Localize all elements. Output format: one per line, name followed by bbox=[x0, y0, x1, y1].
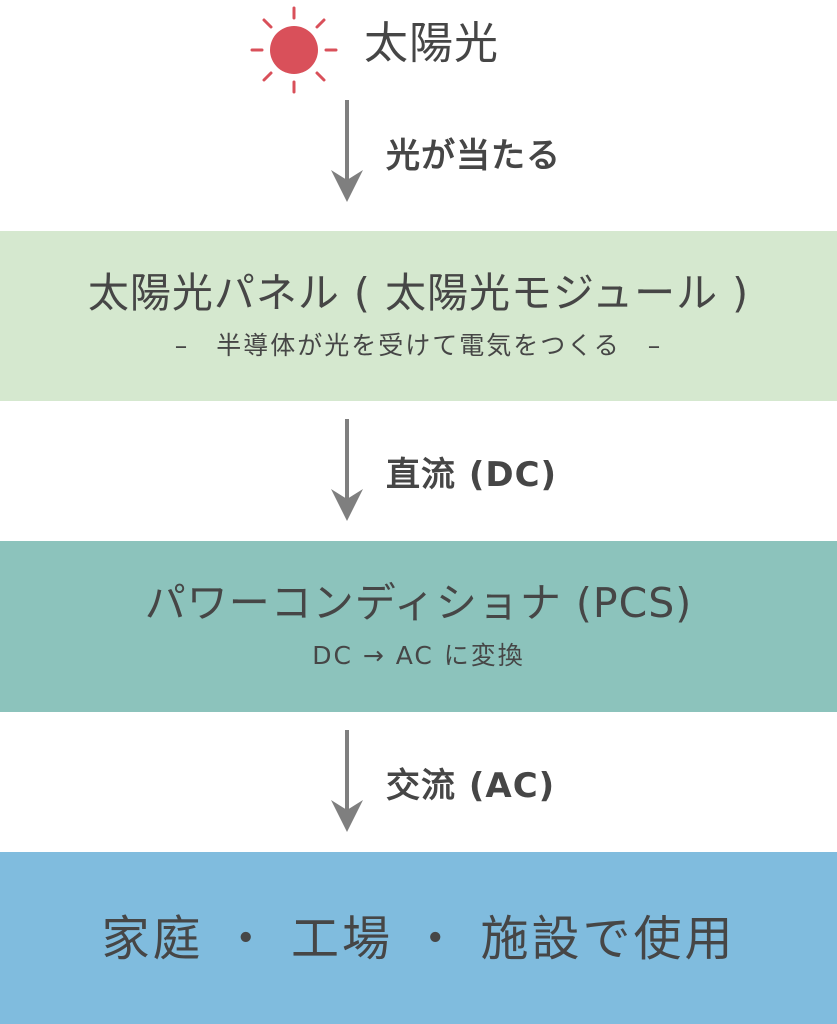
stage-subtitle: – 半導体が光を受けて電気をつくる – bbox=[174, 331, 663, 360]
stage-subtitle: DC → AC に変換 bbox=[312, 641, 525, 670]
source-label: 太陽光 bbox=[364, 18, 499, 69]
flow-label-dc: 直流 (DC) bbox=[386, 455, 558, 495]
stage-title: 太陽光パネル ( 太陽光モジュール ) bbox=[87, 269, 750, 317]
flow-label-light: 光が当たる bbox=[386, 136, 561, 176]
flow-label-ac: 交流 (AC) bbox=[386, 766, 556, 806]
down-arrow-icon bbox=[331, 730, 363, 832]
source-header: 太陽光 bbox=[0, 0, 837, 94]
sun-icon bbox=[250, 6, 338, 94]
down-arrow-icon bbox=[331, 419, 363, 521]
down-arrow-icon bbox=[331, 100, 363, 202]
stage-solar-panel: 太陽光パネル ( 太陽光モジュール ) – 半導体が光を受けて電気をつくる – bbox=[0, 231, 837, 401]
stage-usage: 家庭 ・ 工場 ・ 施設で使用 bbox=[0, 852, 837, 1024]
stage-power-conditioner: パワーコンディショナ (PCS) DC → AC に変換 bbox=[0, 541, 837, 712]
stage-title: パワーコンディショナ (PCS) bbox=[144, 579, 693, 627]
stage-title: 家庭 ・ 工場 ・ 施設で使用 bbox=[101, 911, 736, 967]
